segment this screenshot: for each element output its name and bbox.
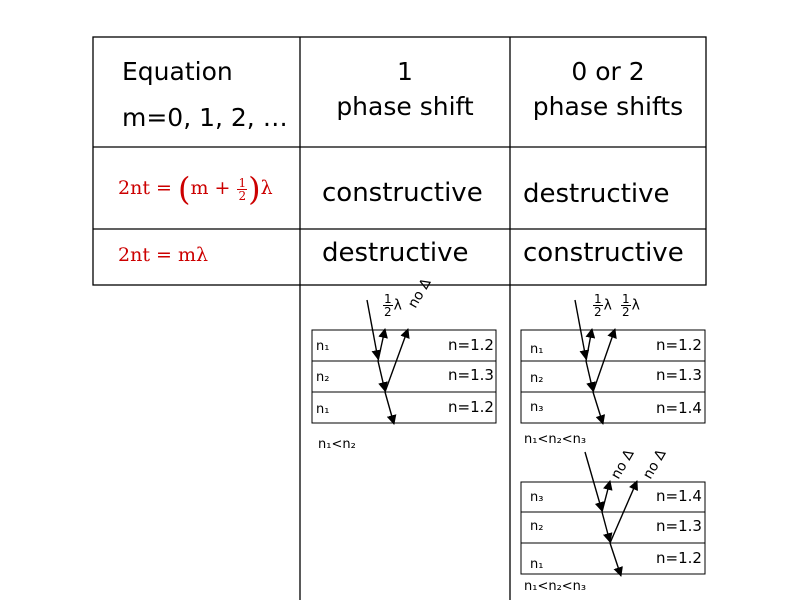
- row1-one-shift: constructive: [322, 178, 483, 208]
- layer1-right: n=1.2: [656, 336, 702, 354]
- layer3-left: n₁: [316, 402, 330, 417]
- eq-frac-den: 2: [238, 188, 247, 203]
- index-relation: n₁<n₂<n₃: [524, 432, 587, 447]
- eq-left: 2nt =: [118, 177, 172, 199]
- header-phase-shifts: phase shifts: [532, 92, 684, 121]
- header-zero-or-two: 0 or 2: [571, 57, 645, 86]
- layer1-left: n₃: [530, 490, 544, 505]
- eq-m-plus: m +: [190, 177, 231, 199]
- table-grid: [92, 36, 707, 600]
- frac-den: 2: [384, 305, 392, 319]
- layer3-left: n₁: [530, 557, 544, 572]
- header-one: 1: [397, 57, 413, 86]
- layer3-right: n=1.2: [448, 398, 494, 416]
- layer2-right: n=1.3: [656, 366, 702, 384]
- layer3-right: n=1.4: [656, 399, 702, 417]
- rays-zero-shifts: [584, 451, 638, 577]
- frac-den-b: 2: [622, 305, 630, 319]
- layer1-left: n₁: [316, 339, 330, 354]
- layer1-right: n=1.4: [656, 487, 702, 505]
- row1-zero-or-two: destructive: [523, 179, 670, 209]
- layer2-left: n₂: [530, 371, 544, 386]
- header-equation: Equation: [122, 57, 233, 86]
- layer1-right: n=1.2: [448, 336, 494, 354]
- layer2-right: n=1.3: [448, 366, 494, 384]
- frac-num: 1: [383, 292, 393, 306]
- layer2-left: n₂: [530, 519, 544, 534]
- frac-num-a: 1: [593, 292, 603, 306]
- layer2-right: n=1.3: [656, 517, 702, 535]
- rays-one-shift: [366, 299, 410, 425]
- index-relation: n₁<n₂<n₃: [524, 579, 587, 594]
- lambda-symbol-a: λ: [603, 297, 612, 314]
- equation-integer: 2nt = mλ: [118, 244, 209, 266]
- row2-zero-or-two: constructive: [523, 238, 684, 268]
- lambda-symbol: λ: [393, 297, 402, 314]
- eq-lambda: λ: [260, 177, 273, 199]
- eq-frac-num: 1: [237, 175, 248, 190]
- layer-box-zero-shifts: [520, 481, 706, 575]
- eq-close-paren: ): [248, 170, 261, 208]
- rays-two-shifts: [574, 299, 617, 425]
- header-phase-shift: phase shift: [336, 92, 474, 121]
- frac-den-a: 2: [594, 305, 602, 319]
- header-m-values: m=0, 1, 2, …: [122, 103, 288, 132]
- layer1-left: n₁: [530, 342, 544, 357]
- layer2-left: n₂: [316, 370, 330, 385]
- row2-one-shift: destructive: [322, 238, 469, 268]
- layer3-right: n=1.2: [656, 549, 702, 567]
- layer3-left: n₃: [530, 400, 544, 415]
- lambda-symbol-b: λ: [631, 297, 640, 314]
- eq-open-paren: (: [177, 170, 191, 208]
- frac-num-b: 1: [621, 292, 631, 306]
- index-relation: n₁<n₂: [318, 437, 356, 452]
